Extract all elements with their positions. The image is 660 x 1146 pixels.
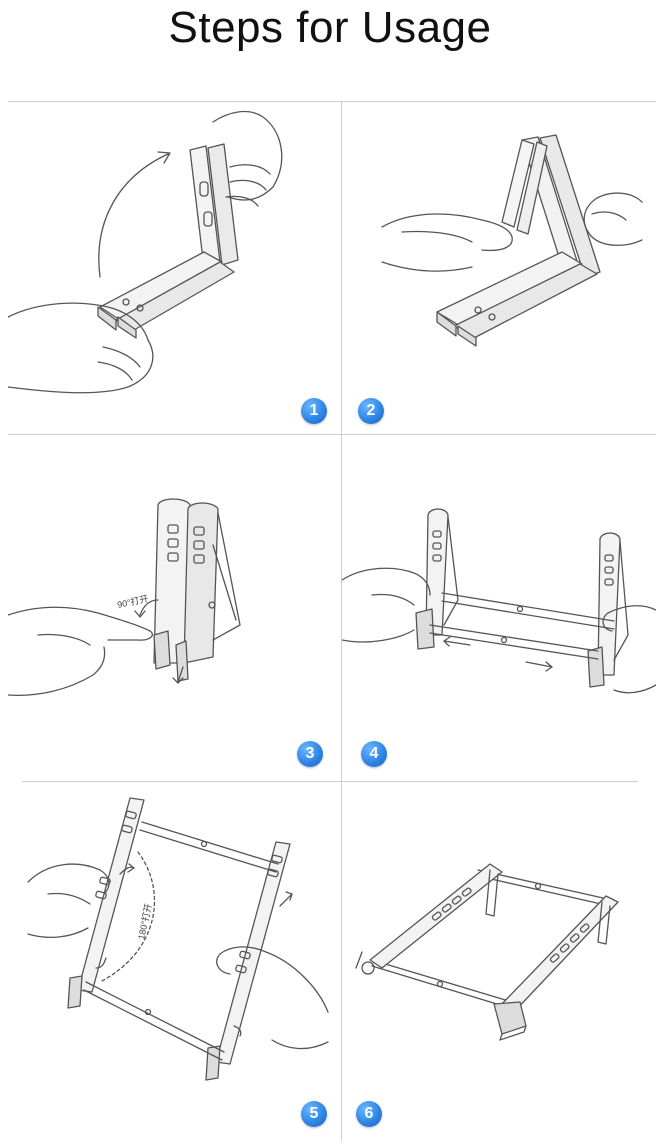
grid-divider-vertical — [341, 101, 342, 1141]
step-1-illustration — [8, 110, 283, 394]
page-title: Steps for Usage — [168, 3, 492, 52]
step-3-panel: 90°打开 3 — [8, 435, 341, 781]
grid-divider-top — [8, 101, 656, 102]
step-number-badge: 5 — [301, 1101, 327, 1127]
step-number-badge: 2 — [358, 398, 384, 424]
step-3-illustration: 90°打开 — [8, 498, 241, 696]
step-number-badge: 1 — [301, 398, 327, 424]
step-5-panel: 180°打开 5 — [8, 782, 341, 1141]
grid-divider-row1 — [8, 434, 656, 435]
step-1-panel: 1 — [8, 102, 341, 434]
step-number-badge: 4 — [361, 741, 387, 767]
step-2-panel: 2 — [342, 102, 656, 434]
step-4-illustration — [342, 508, 656, 694]
step-6-illustration — [355, 863, 619, 1041]
step-6-panel: 6 — [342, 782, 656, 1141]
step-number-badge: 3 — [297, 741, 323, 767]
step-5-angle-annotation: 180°打开 — [135, 902, 153, 940]
step-5-illustration: 180°打开 — [27, 797, 329, 1081]
step-number-badge: 6 — [356, 1101, 382, 1127]
step-2-illustration — [381, 134, 643, 347]
step-4-panel: 4 — [342, 435, 656, 781]
grid-divider-row2 — [22, 781, 638, 782]
